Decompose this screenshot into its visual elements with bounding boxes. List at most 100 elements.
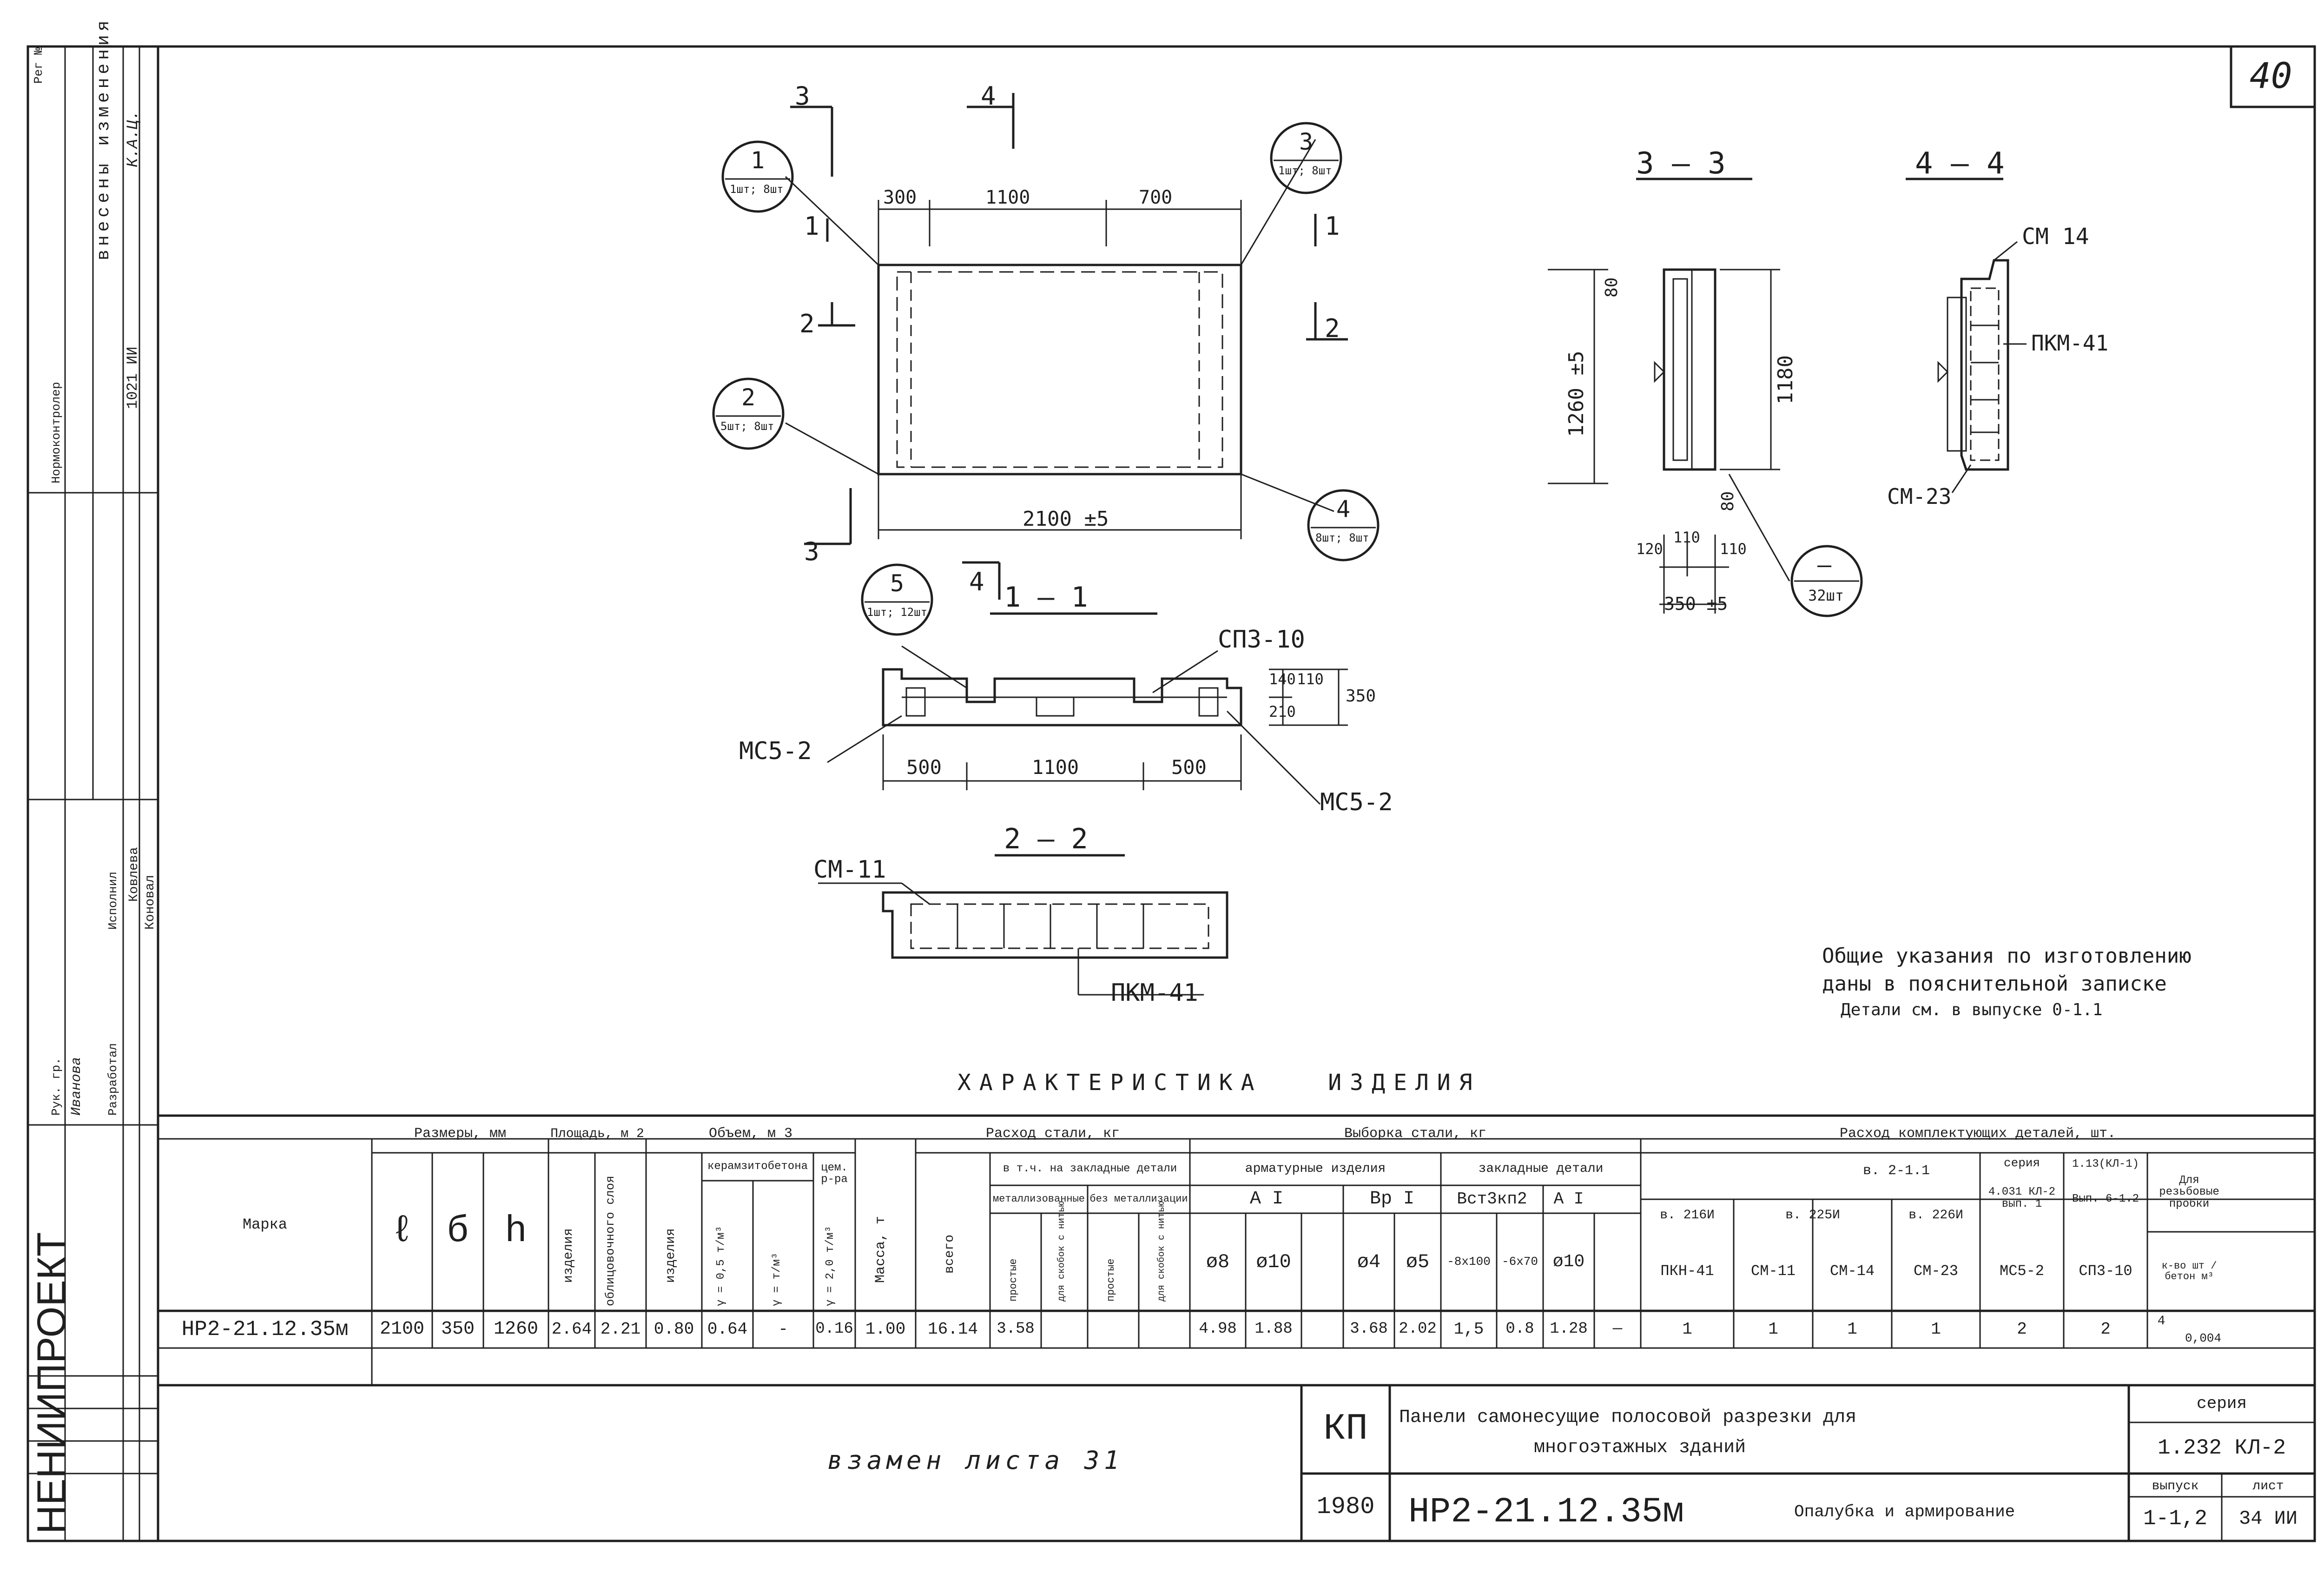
th-steel-incl: в т.ч. на закладные детали: [1003, 1163, 1177, 1176]
section-3-dim-bottom: 80: [1718, 491, 1737, 511]
plan-cut-3-bottom: 3: [804, 537, 819, 566]
th-series-4: Вып. 6-1.2: [2072, 1193, 2139, 1206]
th-metallized: металлизованные: [992, 1193, 1085, 1205]
th-strip2: -6х70: [1501, 1255, 1538, 1269]
plan-dim-bottom: 2100 ±5: [1023, 507, 1109, 531]
strip-person-3: Ковлева: [127, 847, 141, 902]
callout-1-circle: [721, 140, 794, 213]
tb-issue-label: выпуск: [2152, 1479, 2199, 1494]
section-4-outline: [1960, 259, 2009, 471]
strip-role-3: Исполнил: [106, 872, 120, 930]
th-simple-1: простые: [1008, 1258, 1019, 1302]
th-area-facing: облицовочного слоя: [603, 1176, 617, 1306]
th-grade-vr1: Вр I: [1369, 1189, 1414, 1210]
tb-content: Опалубка и армирование: [1794, 1502, 2015, 1521]
tb-series-label: серия: [2196, 1394, 2247, 1414]
th-k-g1: γ = 0,5 т/м³: [715, 1226, 727, 1306]
td-plugs-qty: 4: [2157, 1314, 2166, 1329]
section-3-dim-b3: 110: [1720, 540, 1747, 558]
th-c3: СМ-14: [1829, 1263, 1875, 1280]
callout-3-sub: 1шт; 8шт: [1278, 164, 1332, 177]
section-1-dim-1: 500: [906, 756, 942, 779]
th-b: б: [446, 1210, 469, 1253]
td-d8: 4.98: [1199, 1320, 1237, 1338]
th-d10b: ø10: [1552, 1252, 1585, 1272]
th-grade-a1: А I: [1249, 1189, 1283, 1210]
callout-4-num: 4: [1336, 496, 1351, 522]
plan-dim-top-1: 300: [883, 187, 917, 208]
section-3-title: 3 — 3: [1636, 146, 1726, 181]
th-d10: ø10: [1256, 1250, 1291, 1273]
plan-outline: [877, 264, 1242, 476]
callout-3-num: 3: [1299, 128, 1314, 155]
td-c6: 2: [2100, 1320, 2111, 1339]
sheet-frame: [26, 45, 2316, 1542]
th-mass: Масса, т: [873, 1216, 889, 1283]
td-steel-simple: 3.58: [997, 1320, 1035, 1338]
plan-cut-1-left: 1: [804, 212, 819, 241]
th-grade-a1b: А I: [1553, 1190, 1584, 1209]
callout-6-num: —: [1817, 551, 1832, 578]
strip-institute: НЕНИИПРОЕКТ: [29, 1232, 74, 1534]
callout-1-sub: 1шт; 8шт: [730, 183, 784, 196]
callout-3-circle: [1270, 122, 1342, 194]
td-dash: —: [1612, 1320, 1623, 1338]
th-c5: МС5-2: [1999, 1263, 2044, 1280]
callout-6-circle: [1790, 545, 1863, 617]
title-block-grid: [1300, 1384, 2316, 1542]
note-line-2: даны в пояснительной записке: [1822, 972, 2167, 996]
section-2-label-left: СМ-11: [813, 856, 886, 884]
section-1-outline: [882, 668, 1242, 727]
td-c1: 1: [1682, 1320, 1692, 1339]
td-area-product: 2.64: [551, 1320, 592, 1339]
th-area: Площадь, м 2: [550, 1127, 644, 1142]
th-rebar: арматурные изделия: [1245, 1162, 1386, 1177]
callout-2-sub: 5шт; 8шт: [720, 420, 774, 433]
section-1-dim-2: 1100: [1032, 756, 1079, 779]
section-4-label-right: ПКМ-41: [2031, 330, 2109, 356]
note-line-3: Детали см. в выпуске 0-1.1: [1841, 1000, 2103, 1019]
section-1-label-top: СП3-10: [1218, 626, 1305, 654]
section-2-title: 2 — 2: [1004, 823, 1088, 855]
td-strip2: 0.8: [1505, 1320, 1534, 1338]
plan-dim-top-2: 1100: [985, 187, 1030, 208]
th-keramzit: керамзитобетона: [707, 1160, 808, 1173]
th-series-2: 1.13(КЛ-1): [2072, 1158, 2139, 1171]
td-plugs-vol: 0,004: [2185, 1331, 2221, 1346]
note-line-1: Общие указания по изготовлению: [1822, 944, 2192, 968]
th-c2: СМ-11: [1750, 1263, 1796, 1280]
strip-changes: внесены изменения: [94, 17, 114, 260]
characteristics-title: ХАРАКТЕРИСТИКА ИЗДЕЛИЯ: [957, 1070, 1481, 1096]
strip-role-1: Рук. гр.: [49, 1058, 63, 1116]
strip-person-2: Коновал: [143, 875, 158, 930]
th-plugs-unit: к-во шт / бетон м³: [2161, 1260, 2217, 1282]
callout-4-sub: 8шт; 8шт: [1315, 531, 1369, 544]
th-selection: Выборка стали, кг: [1344, 1126, 1487, 1142]
td-d10b: 1.28: [1550, 1320, 1588, 1338]
section-3-body: [1663, 268, 1717, 471]
th-d4: ø4: [1357, 1250, 1381, 1273]
th-components: Расход комплектующих деталей, шт.: [1839, 1126, 2116, 1142]
callout-2-circle: [712, 377, 785, 450]
th-series-label: серия: [2003, 1156, 2040, 1170]
section-3-dim-b2: 110: [1673, 529, 1700, 546]
callout-5-num: 5: [890, 570, 905, 597]
section-3-dim-top: 80: [1602, 277, 1621, 297]
tb-sheet: 34 ИИ: [2238, 1507, 2298, 1530]
td-d5: 2.02: [1399, 1320, 1437, 1338]
th-steel: Расход стали, кг: [985, 1126, 1120, 1142]
th-area-product: изделия: [561, 1228, 576, 1283]
th-c6: СП3-10: [2079, 1263, 2133, 1280]
td-mass: 1.00: [865, 1320, 906, 1339]
strip-role-0: Нормоконтролер: [49, 382, 63, 483]
plan-cut-3-top: 3: [795, 81, 810, 111]
tb-name-line-1: Панели самонесущие полосовой разрезки дл…: [1399, 1407, 1857, 1428]
callout-5-sub: 1шт; 12шт: [867, 606, 928, 619]
section-1-dim-side-3: 210: [1269, 703, 1296, 720]
td-vol-k2: -: [778, 1320, 788, 1339]
td-area-facing: 2.21: [600, 1320, 641, 1339]
th-c4: СМ-23: [1913, 1263, 1958, 1280]
section-1-dim-side-4: 350: [1346, 687, 1376, 706]
td-b: 350: [441, 1319, 475, 1340]
td-d4: 3.68: [1350, 1320, 1388, 1338]
